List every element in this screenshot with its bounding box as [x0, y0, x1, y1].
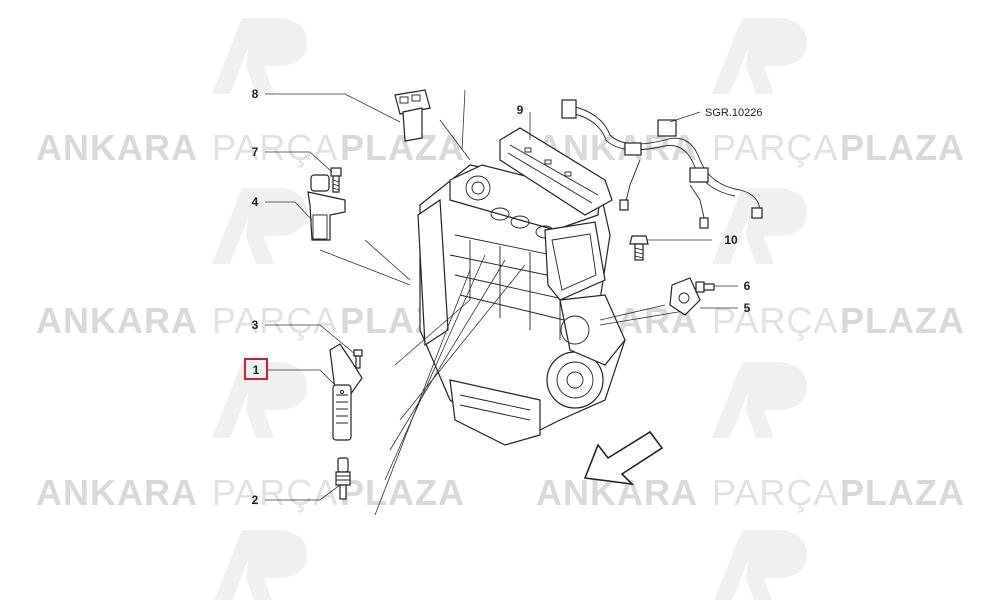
- watermark-row: ANKARA PARÇA PLAZA ANKARA PARÇA PLAZA: [36, 127, 965, 168]
- callout-10[interactable]: 10: [724, 233, 738, 247]
- watermark-word: PLAZA: [340, 127, 465, 168]
- ap-logo-icon: [714, 530, 807, 600]
- ap-logo-icon: [212, 18, 307, 94]
- ap-logo-icon: [712, 188, 807, 264]
- callout-2[interactable]: 2: [252, 493, 259, 507]
- callout-8[interactable]: 8: [252, 87, 259, 101]
- part-6-bolt: [695, 281, 715, 293]
- part-4-crank-sensor: [307, 174, 346, 241]
- watermark-word: ANKARA: [36, 300, 198, 341]
- watermark-word: PARÇA: [212, 300, 338, 341]
- engine-block-drawing: [417, 164, 626, 446]
- leader-lines: [319, 89, 691, 516]
- ap-logo-icon: [212, 188, 307, 264]
- part-9-cover: [499, 127, 613, 216]
- watermark-logos: [212, 18, 807, 600]
- watermark-word: PARÇA: [712, 127, 838, 168]
- part-1-ignition-coil: [329, 343, 363, 441]
- watermark-word: ANKARA: [36, 127, 198, 168]
- ap-logo-icon: [214, 530, 307, 600]
- watermark-word: PARÇA: [712, 300, 838, 341]
- callout-5[interactable]: 5: [744, 301, 751, 315]
- diagram-reference-code: SGR.10226: [705, 107, 762, 119]
- part-7-bolt: [330, 167, 342, 193]
- callout-7[interactable]: 7: [252, 145, 259, 159]
- direction-arrow-icon: [583, 430, 664, 486]
- watermark-row: ANKARA PARÇA PLAZA ANKARA PARÇA PLAZA: [36, 472, 965, 513]
- callout-3[interactable]: 3: [252, 318, 259, 332]
- part-10-bolt: [629, 235, 649, 261]
- part-3-screw: [353, 349, 363, 369]
- watermark-word: PLAZA: [840, 300, 965, 341]
- ap-logo-icon: [712, 18, 807, 94]
- callout-9[interactable]: 9: [517, 103, 524, 117]
- watermark-word: PLAZA: [840, 127, 965, 168]
- part-2-spark-plug: [335, 457, 351, 500]
- callout-6[interactable]: 6: [744, 279, 751, 293]
- part-8-cam-sensor: [394, 89, 431, 142]
- part-5-knock-sensor: [669, 277, 701, 316]
- callout-leaders: [265, 93, 738, 501]
- callout-1[interactable]: 1: [253, 363, 260, 377]
- callout-labels: 1 2 3 4 5 6 7 8 9 10 SGR.10226: [244, 87, 762, 507]
- watermark-word: PARÇA: [712, 472, 838, 513]
- highlight-box: [244, 358, 268, 380]
- wiring-harness: [561, 99, 763, 229]
- ap-logo-icon: [212, 362, 307, 438]
- watermark-word: PLAZA: [340, 472, 465, 513]
- watermark-word: PARÇA: [212, 472, 338, 513]
- ap-logo-icon: [712, 362, 807, 438]
- callout-4[interactable]: 4: [252, 195, 259, 209]
- watermark-word: PARÇA: [212, 127, 338, 168]
- watermark-word: ANKARA: [36, 472, 198, 513]
- watermark-word: PLAZA: [840, 472, 965, 513]
